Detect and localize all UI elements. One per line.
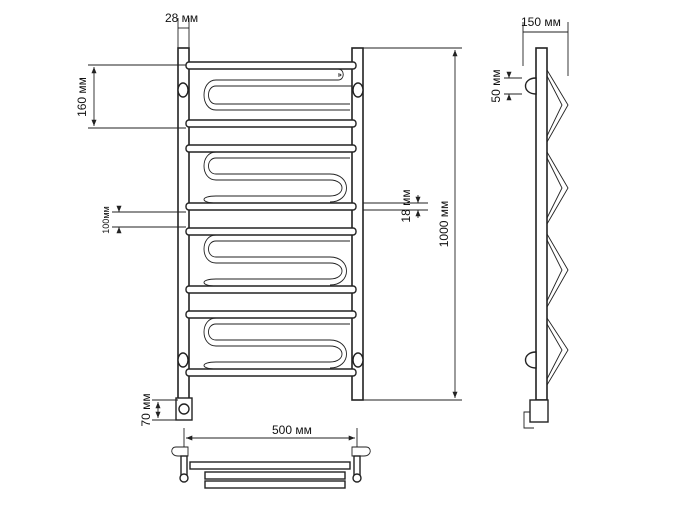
dim-depth: 150 мм	[521, 15, 561, 29]
front-view	[175, 47, 364, 421]
dim-total-height: 1000 мм	[437, 201, 451, 248]
dim-loop-pitch: 160 мм	[75, 77, 89, 117]
side-view	[523, 47, 569, 429]
right-collector	[351, 47, 364, 401]
coil-4	[203, 317, 350, 370]
dim-bar-thickness: 18 мм	[399, 189, 413, 222]
dim-bottom-offset: 70 мм	[139, 393, 153, 426]
dim-width: 500 мм	[272, 423, 312, 437]
coil-1	[203, 68, 352, 111]
dim-pipe-diameter: 28 мм	[165, 11, 198, 25]
coil-2	[203, 151, 350, 204]
coil-3	[203, 234, 350, 287]
left-collector	[177, 47, 190, 401]
dim-wall-offset: 50 мм	[489, 69, 503, 102]
dimension-lines	[88, 18, 569, 447]
top-view	[171, 446, 371, 489]
dim-loop-gap: 100мм	[101, 206, 111, 233]
